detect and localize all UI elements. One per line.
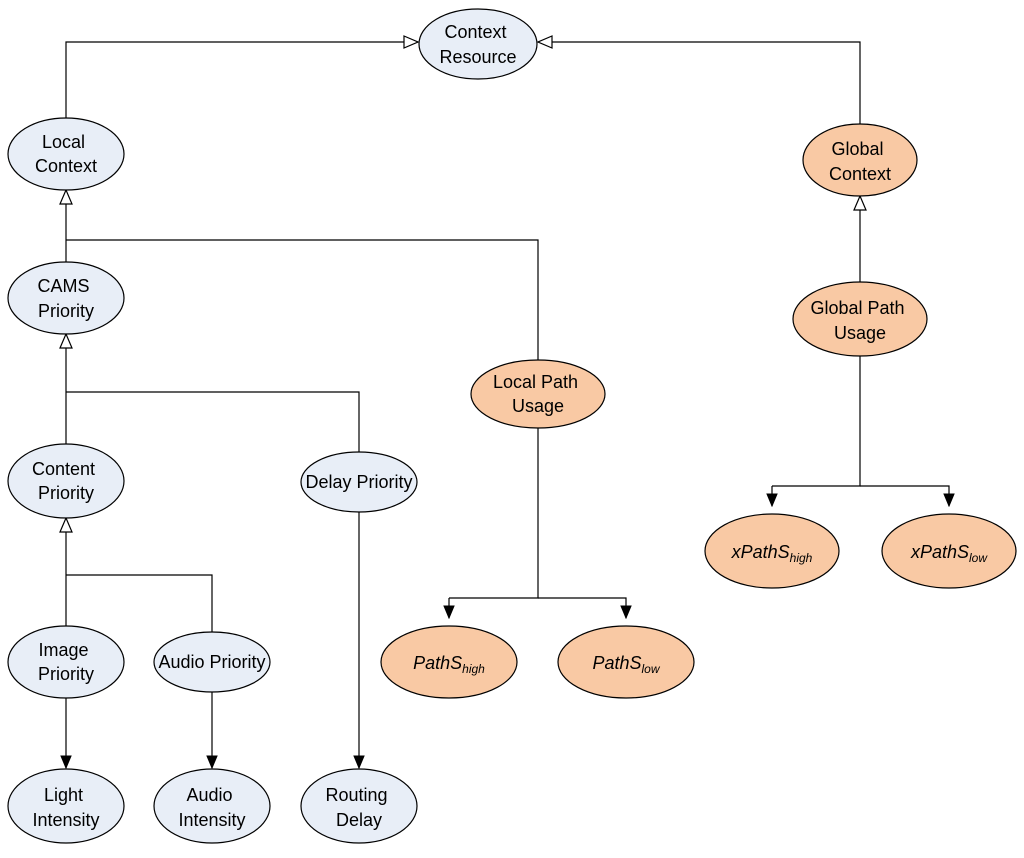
node-context-resource-line2: Resource: [439, 47, 516, 67]
node-audio-intensity-line2: Intensity: [178, 810, 245, 830]
edge-to-xpaths-low: [860, 485, 949, 506]
svg-text:CAMS Priority: CAMS Priority: [37, 276, 94, 321]
node-cams-priority-shape: [7, 261, 125, 335]
node-local-path-usage-shape: [470, 359, 606, 429]
svg-text:Content Priority: Content Priority: [32, 459, 100, 503]
node-delay-priority: Delay Priority: [300, 451, 418, 513]
node-global-context-line1: Global: [831, 139, 883, 159]
svg-text:Delay Priority: Delay Priority: [305, 472, 412, 492]
svg-text:PathShigh: PathShigh: [413, 653, 485, 676]
node-light-intensity-shape: [7, 768, 125, 844]
node-local-path-usage-line2: Usage: [512, 396, 564, 416]
node-paths-high-shape: [380, 625, 518, 699]
node-local-path-usage-line1: Local Path: [493, 372, 578, 392]
edge-global-path-usage-branch: [772, 356, 861, 487]
edge-local-path-usage-to-local-context: [66, 239, 539, 362]
svg-text:Local Context: Local Context: [35, 132, 97, 176]
node-cams-priority: CAMS Priority: [7, 261, 125, 335]
edge-audio-priority-to-content-priority: [66, 574, 213, 632]
edge-local-path-usage-branch: [449, 428, 539, 599]
node-cams-priority-line2: Priority: [38, 301, 94, 321]
edge-local-context-to-context-resource: [65, 42, 418, 118]
edge-global-context-to-context-resource: [538, 42, 861, 124]
svg-text:xPathShigh: xPathShigh: [731, 542, 813, 565]
node-context-resource-shape: [418, 8, 538, 80]
node-xpaths-low: xPathSlow: [881, 513, 1017, 589]
node-paths-low-shape: [557, 625, 695, 699]
node-local-path-usage: Local Path Usage: [470, 359, 606, 429]
svg-text:Audio Priority: Audio Priority: [158, 652, 265, 672]
node-context-resource: Context Resource: [418, 8, 538, 80]
svg-text:Image Priority: Image Priority: [38, 640, 94, 684]
node-delay-priority-line1: Delay Priority: [305, 472, 412, 492]
svg-text:Context Resource: Context Resource: [439, 22, 516, 67]
node-light-intensity-line2: Intensity: [32, 810, 99, 830]
node-paths-high: PathShigh: [380, 625, 518, 699]
node-global-path-usage-line2: Usage: [834, 323, 886, 343]
edge-delay-priority-to-cams-priority: [66, 391, 360, 452]
node-audio-priority: Audio Priority: [153, 631, 271, 693]
node-routing-delay-line1: Routing: [325, 785, 387, 805]
node-xpaths-high-sub: high: [790, 551, 813, 565]
node-global-path-usage-line1: Global Path: [810, 298, 904, 318]
node-content-priority-shape: [7, 443, 125, 519]
svg-text:xPathSlow: xPathSlow: [910, 542, 988, 565]
node-paths-low-sub: low: [642, 662, 661, 676]
node-context-resource-line1: Context: [444, 22, 506, 42]
svg-text:PathSlow: PathSlow: [592, 653, 660, 676]
node-routing-delay: Routing Delay: [300, 768, 418, 844]
node-light-intensity: Light Intensity: [7, 768, 125, 844]
node-image-priority-shape: [7, 625, 125, 699]
node-local-context-shape: [7, 117, 125, 191]
node-image-priority-line2: Priority: [38, 664, 94, 684]
node-content-priority-line2: Priority: [38, 483, 94, 503]
node-paths-low-base: PathS: [592, 653, 641, 673]
node-xpaths-high: xPathShigh: [704, 513, 840, 589]
node-image-priority: Image Priority: [7, 625, 125, 699]
node-global-context: Global Context: [802, 123, 918, 197]
svg-text:Audio Intensity: Audio Intensity: [178, 785, 245, 830]
node-xpaths-low-sub: low: [969, 551, 988, 565]
svg-text:Light Intensity: Light Intensity: [32, 785, 99, 830]
node-global-path-usage-shape: [792, 281, 928, 357]
node-content-priority-line1: Content: [32, 459, 95, 479]
node-xpaths-high-base: xPathS: [731, 542, 790, 562]
node-audio-priority-shape: [153, 631, 271, 693]
node-paths-high-sub: high: [462, 662, 485, 676]
svg-text:Global Context: Global Context: [829, 139, 891, 184]
node-light-intensity-line1: Light: [44, 785, 83, 805]
node-global-path-usage: Global Path Usage: [792, 281, 928, 357]
node-global-context-shape: [802, 123, 918, 197]
node-paths-low: PathSlow: [557, 625, 695, 699]
edge-to-paths-low: [538, 597, 626, 618]
node-audio-intensity-line1: Audio: [186, 785, 232, 805]
node-xpaths-high-shape: [704, 513, 840, 589]
svg-text:Local Path Usage: Local Path Usage: [493, 372, 583, 416]
node-local-context-line1: Local: [42, 132, 85, 152]
node-routing-delay-line2: Delay: [336, 810, 382, 830]
node-content-priority: Content Priority: [7, 443, 125, 519]
node-audio-intensity-shape: [153, 768, 271, 844]
node-audio-priority-line1: Audio Priority: [158, 652, 265, 672]
svg-text:Routing Delay: Routing Delay: [325, 785, 392, 830]
node-local-context-line2: Context: [35, 156, 97, 176]
node-xpaths-low-shape: [881, 513, 1017, 589]
node-audio-intensity: Audio Intensity: [153, 768, 271, 844]
svg-text:Global Path Usage: Global Path Usage: [810, 298, 909, 343]
node-image-priority-line1: Image: [38, 640, 88, 660]
node-cams-priority-line1: CAMS: [37, 276, 89, 296]
node-local-context: Local Context: [7, 117, 125, 191]
node-delay-priority-shape: [300, 451, 418, 513]
node-routing-delay-shape: [300, 768, 418, 844]
node-global-context-line2: Context: [829, 164, 891, 184]
node-xpaths-low-base: xPathS: [910, 542, 969, 562]
node-paths-high-base: PathS: [413, 653, 462, 673]
